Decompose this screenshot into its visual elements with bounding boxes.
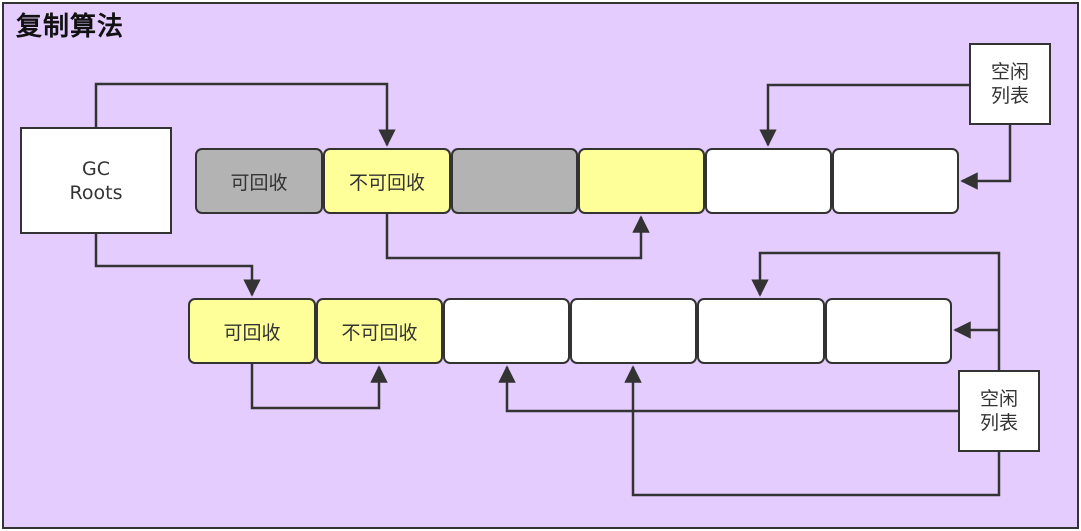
top-cell-1: 可回收 (195, 148, 323, 214)
bottom-cell-6 (825, 298, 952, 364)
top-cell-4 (578, 148, 705, 214)
free-list-bottom-line1: 空闲 (979, 388, 1018, 410)
top-cell-2-label: 不可回收 (348, 171, 425, 194)
free-list-top-line2: 列表 (990, 85, 1029, 107)
bottom-cell-2-label: 不可回收 (341, 321, 418, 344)
bottom-cell-3 (443, 298, 570, 364)
arrow-freelist-bottom-to-cell3 (498, 365, 958, 413)
gc-roots-line2: Roots (69, 181, 123, 204)
gc-roots-box: GC Roots (20, 127, 172, 234)
free-list-bottom-box: 空闲 列表 (958, 370, 1040, 452)
top-cell-6 (832, 148, 959, 214)
top-cell-2: 不可回收 (323, 148, 451, 214)
arrow-top-live-to-cell4 (385, 214, 650, 260)
arrow-bottom-cell1-to-cell2 (250, 364, 388, 410)
arrow-freelist-top-to-cell5 (759, 83, 969, 147)
free-list-bottom-line2: 列表 (979, 412, 1018, 434)
arrow-gc-to-bottom-cell1 (94, 234, 261, 297)
arrow-freelist-bottom-to-cell4 (624, 365, 1001, 497)
bottom-cell-4 (570, 298, 697, 364)
bottom-cell-2: 不可回收 (316, 298, 443, 364)
bottom-cell-5 (697, 298, 825, 364)
arrow-freelist-bottom-to-cell5 (751, 251, 1001, 370)
diagram-title: 复制算法 (16, 12, 125, 42)
bottom-cell-1: 可回收 (188, 298, 316, 364)
top-cell-5 (705, 148, 832, 214)
top-cell-1-label: 可回收 (230, 171, 288, 194)
arrow-freelist-top-to-cell6 (960, 125, 1012, 190)
free-list-top-box: 空闲 列表 (969, 43, 1051, 125)
arrow-gc-to-top-live (94, 82, 396, 147)
gc-roots-line1: GC (81, 157, 110, 180)
top-cell-3 (451, 148, 578, 214)
bottom-cell-1-label: 可回收 (223, 321, 281, 344)
free-list-top-line1: 空闲 (990, 61, 1029, 83)
